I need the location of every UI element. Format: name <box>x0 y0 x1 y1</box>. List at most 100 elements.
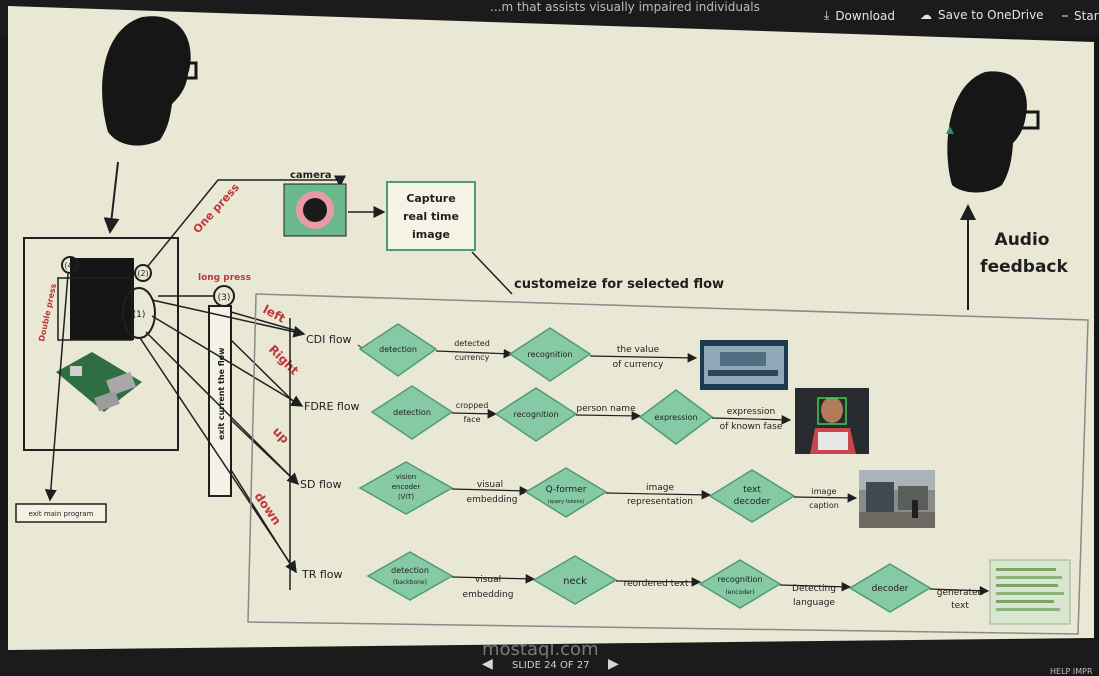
sd-edge-1-line-1: visual <box>477 480 503 490</box>
fdre-detection-label: detection <box>393 408 431 417</box>
capture-image-box <box>386 181 476 251</box>
cloud-icon: ☁ <box>920 8 932 22</box>
button-2-label: (2) <box>137 269 148 278</box>
cdi-detection-label: detection <box>379 345 417 354</box>
sd-flow-label: SD flow <box>300 478 342 491</box>
tr-step-1-line-1: detection <box>391 566 429 575</box>
fdre-flow-label: FDRE flow <box>304 400 360 413</box>
sd-edge-3-line-2: caption <box>809 501 839 510</box>
capture-line-2: real time <box>403 210 459 223</box>
exit-flow-label: exit current the flow <box>217 347 226 440</box>
sd-edge-2-line-2: representation <box>627 497 693 507</box>
help-improve-link[interactable]: HELP IMPR <box>1050 667 1093 676</box>
tr-step-3-line-2: (encoder) <box>725 589 754 596</box>
cdi-edge-1-line-1: detected <box>454 339 490 348</box>
tr-edge-2-label: reordered text <box>624 579 689 589</box>
cdi-edge-1-line-2: currency <box>455 353 490 362</box>
capture-line-3: image <box>412 228 450 241</box>
fdre-edge-2-label: person name <box>576 404 636 414</box>
download-button[interactable]: ⤓ Download <box>824 8 895 23</box>
capture-line-1: Capture <box>406 192 455 205</box>
text-document-image <box>989 559 1071 625</box>
sd-step-2-line-1: Q-former <box>546 485 587 495</box>
cdi-recognition-diamond <box>508 327 592 382</box>
onedrive-label: Save to OneDrive <box>938 8 1044 22</box>
device-box <box>23 237 179 451</box>
fdre-expression-diamond <box>638 389 714 445</box>
listener-head-icon <box>946 71 1040 193</box>
fdre-edge-1-line-2: face <box>463 415 480 424</box>
sd-edge-2-line-1: image <box>646 483 674 493</box>
start-slideshow-button[interactable]: ⎯ Star <box>1062 8 1099 23</box>
button-3-label: (3) <box>218 293 231 303</box>
tr-edge-1-line-1: visual <box>475 575 501 585</box>
button-1-label: (1) <box>133 310 146 320</box>
tr-edge-3-line-1: Detecting <box>792 584 836 594</box>
sd-step-3-line-2: decoder <box>734 497 771 507</box>
fdre-recognition-label: recognition <box>513 410 558 419</box>
fdre-recognition-diamond <box>494 387 578 442</box>
exit-main-program-label: exit main program <box>29 510 94 518</box>
audio-feedback-line-2: feedback <box>980 257 1068 277</box>
presentation-title: ...m that assists visually impaired indi… <box>490 0 760 14</box>
banknote-image <box>700 340 788 390</box>
camera-label: camera <box>290 170 332 181</box>
slide-counter: SLIDE 24 OF 27 <box>512 660 590 671</box>
fdre-edge-3-line-1: expression <box>727 407 776 417</box>
sd-edge-1-line-2: embedding <box>467 495 518 505</box>
earphone-icon <box>946 126 954 134</box>
exit-main-program-box <box>15 503 107 523</box>
sd-step-1-line-2: encoder <box>392 483 421 491</box>
tr-edge-4-line-2: text <box>951 601 969 611</box>
cdi-edge-2-line-2: of currency <box>613 360 664 370</box>
tr-detection-diamond <box>366 551 454 601</box>
tr-edge-4-line-1: generated <box>937 588 984 598</box>
sd-step-3-line-1: text <box>743 485 761 495</box>
audio-feedback-line-1: Audio <box>995 230 1050 250</box>
tr-step-1-line-2: (backbone) <box>393 579 427 586</box>
user-head-icon <box>102 16 198 146</box>
scene-captioning-image <box>859 470 935 528</box>
download-label: Download <box>835 8 895 23</box>
tr-decoder-diamond <box>848 563 932 613</box>
face-recognition-image <box>795 388 869 454</box>
flows-container <box>247 293 1089 635</box>
previous-slide-arrow-icon[interactable]: ◀ <box>482 656 493 672</box>
button-4-outline <box>61 256 79 274</box>
cdi-recognition-label: recognition <box>527 350 572 359</box>
sd-vision-encoder-diamond <box>358 461 454 515</box>
camera-icon <box>283 183 347 237</box>
sd-edge-3-line-1: image <box>812 487 837 496</box>
sd-step-1-line-3: (ViT) <box>398 493 415 501</box>
tr-edge-3-line-2: language <box>793 598 835 608</box>
fdre-edge-3-line-2: of known fase <box>720 422 783 432</box>
button-4-label: (4) <box>64 261 75 270</box>
tr-recognition-diamond <box>698 559 782 609</box>
tr-step-4-label: decoder <box>872 584 909 594</box>
save-to-onedrive-button[interactable]: ☁ Save to OneDrive <box>920 8 1044 22</box>
device-camera-module <box>70 258 134 340</box>
raspberry-pi-board-icon <box>56 352 142 412</box>
cdi-detection-diamond <box>358 323 438 377</box>
fdre-expression-label: expression <box>654 413 697 422</box>
cdi-flow-label: CDI flow <box>306 333 352 346</box>
button-1-outline <box>122 287 156 339</box>
start-label: Star <box>1074 8 1099 23</box>
cdi-edge-2-line-1: the value <box>617 345 660 355</box>
tr-edge-1-line-2: embedding <box>463 590 514 600</box>
sd-qformer-diamond <box>524 467 608 518</box>
fdre-edge-1-line-1: cropped <box>456 401 489 410</box>
sd-step-2-line-2: (query tokens) <box>548 499 585 505</box>
start-icon: ⎯ <box>1062 8 1069 22</box>
long-press-label: long press <box>198 273 251 283</box>
tr-step-2-label: neck <box>563 576 587 587</box>
tr-flow-label: TR flow <box>301 568 343 581</box>
sd-text-decoder-diamond <box>708 469 796 523</box>
next-slide-arrow-icon[interactable]: ▶ <box>608 656 619 672</box>
button-2-outline <box>134 264 152 282</box>
download-icon: ⤓ <box>824 8 830 22</box>
fdre-detection-diamond <box>370 385 454 440</box>
sd-step-1-line-1: vision <box>396 473 416 481</box>
tr-neck-diamond <box>532 555 618 605</box>
